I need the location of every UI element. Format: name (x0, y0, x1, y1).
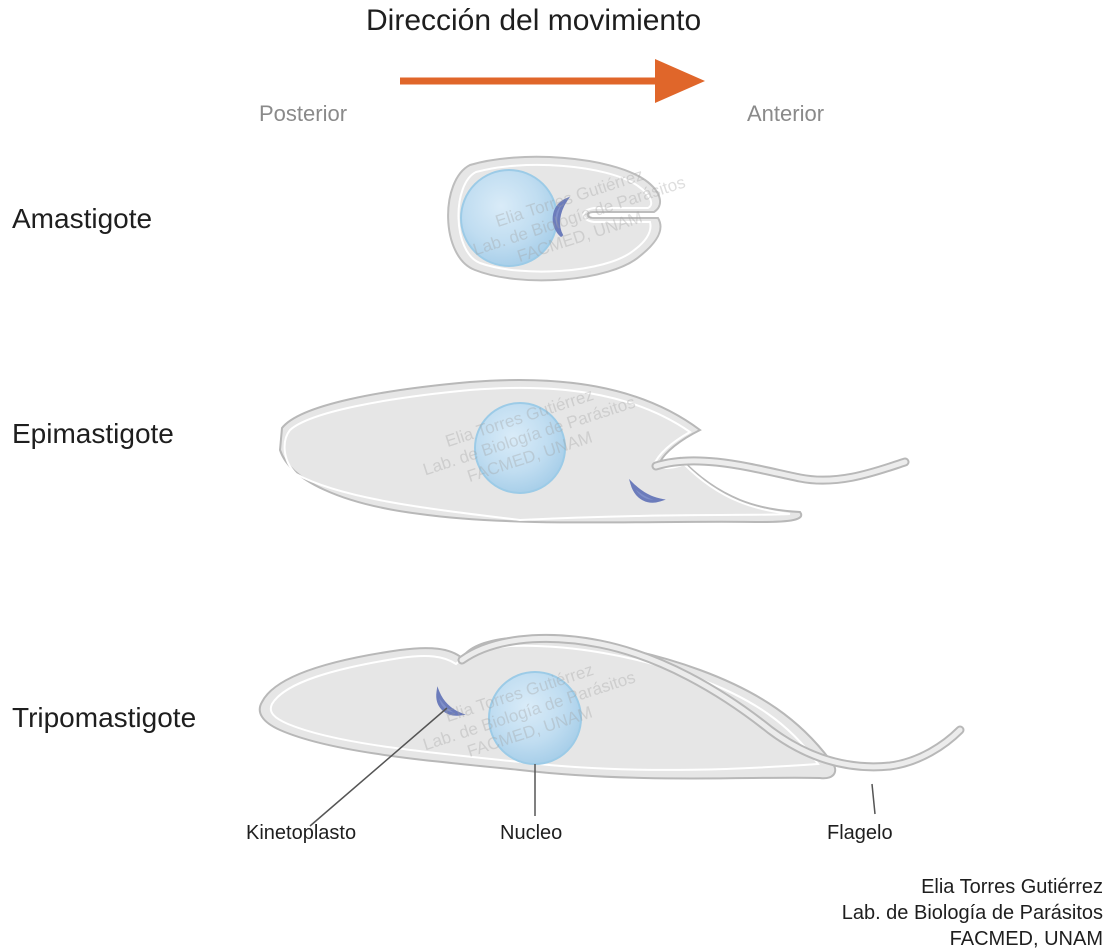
direction-arrow (400, 59, 705, 103)
tripomastigote-cell (260, 638, 960, 779)
flagellum-leader (872, 784, 875, 814)
